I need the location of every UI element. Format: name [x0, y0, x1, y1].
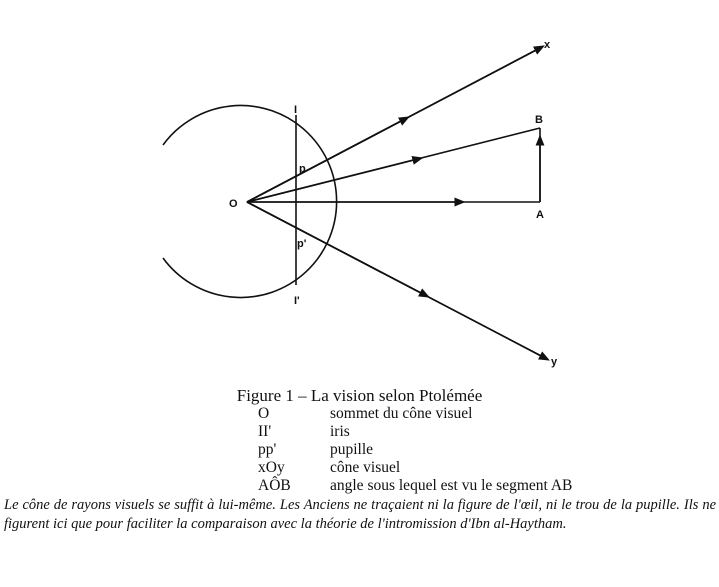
legend-value: pupille	[330, 441, 374, 458]
legend-value: angle sous lequel est vu le segment AB	[330, 477, 573, 494]
legend-key: xOy	[258, 459, 285, 476]
legend-value: iris	[330, 423, 350, 440]
arrow-icon	[246, 156, 424, 203]
legend-key: II'	[258, 423, 272, 440]
label-o: O	[229, 198, 238, 210]
ptolemy-vision-diagram: x B A y O I I' p p'	[162, 39, 558, 368]
legend-value: cône visuel	[330, 459, 401, 476]
figure-caption: Figure 1 – La vision selon Ptolémée	[236, 386, 483, 405]
label-y: y	[551, 356, 558, 368]
legend-key: pp'	[258, 441, 277, 458]
legend-value: sommet du cône visuel	[330, 405, 473, 422]
label-x: x	[544, 39, 551, 51]
label-a: A	[536, 209, 544, 221]
label-p: p	[299, 163, 306, 175]
figure-note: Le cône de rayons visuels se suffit à lu…	[4, 497, 716, 532]
legend-key: O	[258, 405, 270, 422]
label-p-prime: p'	[297, 238, 307, 250]
label-i-prime: I'	[294, 295, 300, 307]
label-b: B	[535, 114, 543, 126]
label-i: I	[294, 104, 297, 116]
arrow-icon	[246, 45, 545, 203]
legend-key: AÔB	[258, 477, 291, 494]
arrow-icon	[246, 201, 550, 361]
